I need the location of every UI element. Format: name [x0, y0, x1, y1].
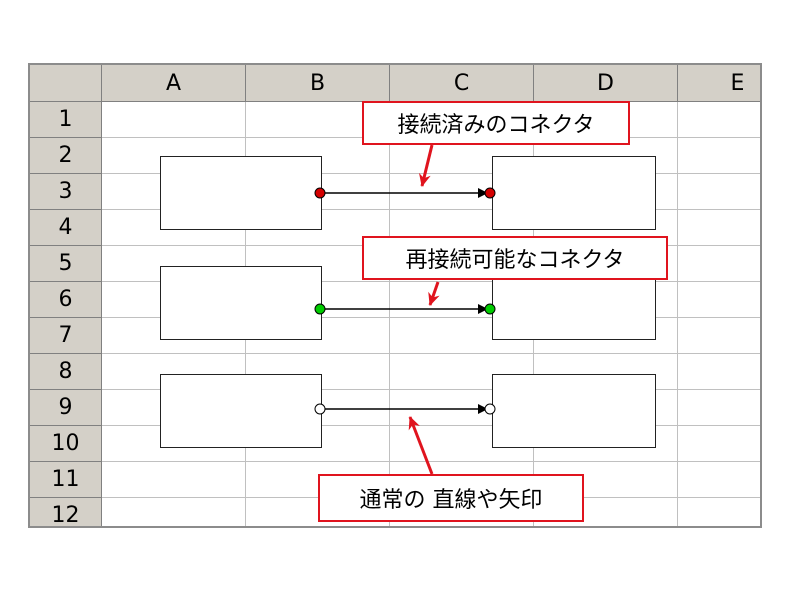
- gridline: [102, 317, 760, 318]
- row-header-11[interactable]: 11: [30, 462, 102, 498]
- gridline: [102, 209, 760, 210]
- rectangle-shape-left-3[interactable]: [160, 374, 322, 448]
- callout-reconnectable-connector: 再接続可能なコネクタ: [362, 236, 668, 280]
- callout-connected-connector: 接続済みのコネクタ: [362, 101, 630, 145]
- row-header-12[interactable]: 12: [30, 498, 102, 526]
- column-header-e[interactable]: E: [678, 65, 760, 102]
- gridline: [677, 102, 678, 526]
- row-header-7[interactable]: 7: [30, 318, 102, 354]
- row-header-4[interactable]: 4: [30, 210, 102, 246]
- row-header-2[interactable]: 2: [30, 138, 102, 174]
- rectangle-shape-right-3[interactable]: [492, 374, 656, 448]
- row-header-8[interactable]: 8: [30, 354, 102, 390]
- row-header-6[interactable]: 6: [30, 282, 102, 318]
- row-header-1[interactable]: 1: [30, 102, 102, 138]
- row-header-3[interactable]: 3: [30, 174, 102, 210]
- row-header-9[interactable]: 9: [30, 390, 102, 426]
- gridline: [102, 281, 760, 282]
- rectangle-shape-left-1[interactable]: [160, 156, 322, 230]
- select-all-corner[interactable]: [30, 65, 102, 102]
- gridline: [102, 461, 760, 462]
- gridline: [102, 353, 760, 354]
- gridline: [102, 389, 760, 390]
- row-header-10[interactable]: 10: [30, 426, 102, 462]
- column-header-d[interactable]: D: [534, 65, 678, 102]
- gridline: [389, 102, 390, 526]
- column-header-c[interactable]: C: [390, 65, 534, 102]
- column-header-b[interactable]: B: [246, 65, 390, 102]
- rectangle-shape-left-2[interactable]: [160, 266, 322, 340]
- column-header-a[interactable]: A: [102, 65, 246, 102]
- callout-normal-line-arrow: 通常の 直線や矢印: [318, 474, 584, 522]
- row-header-5[interactable]: 5: [30, 246, 102, 282]
- rectangle-shape-right-1[interactable]: [492, 156, 656, 230]
